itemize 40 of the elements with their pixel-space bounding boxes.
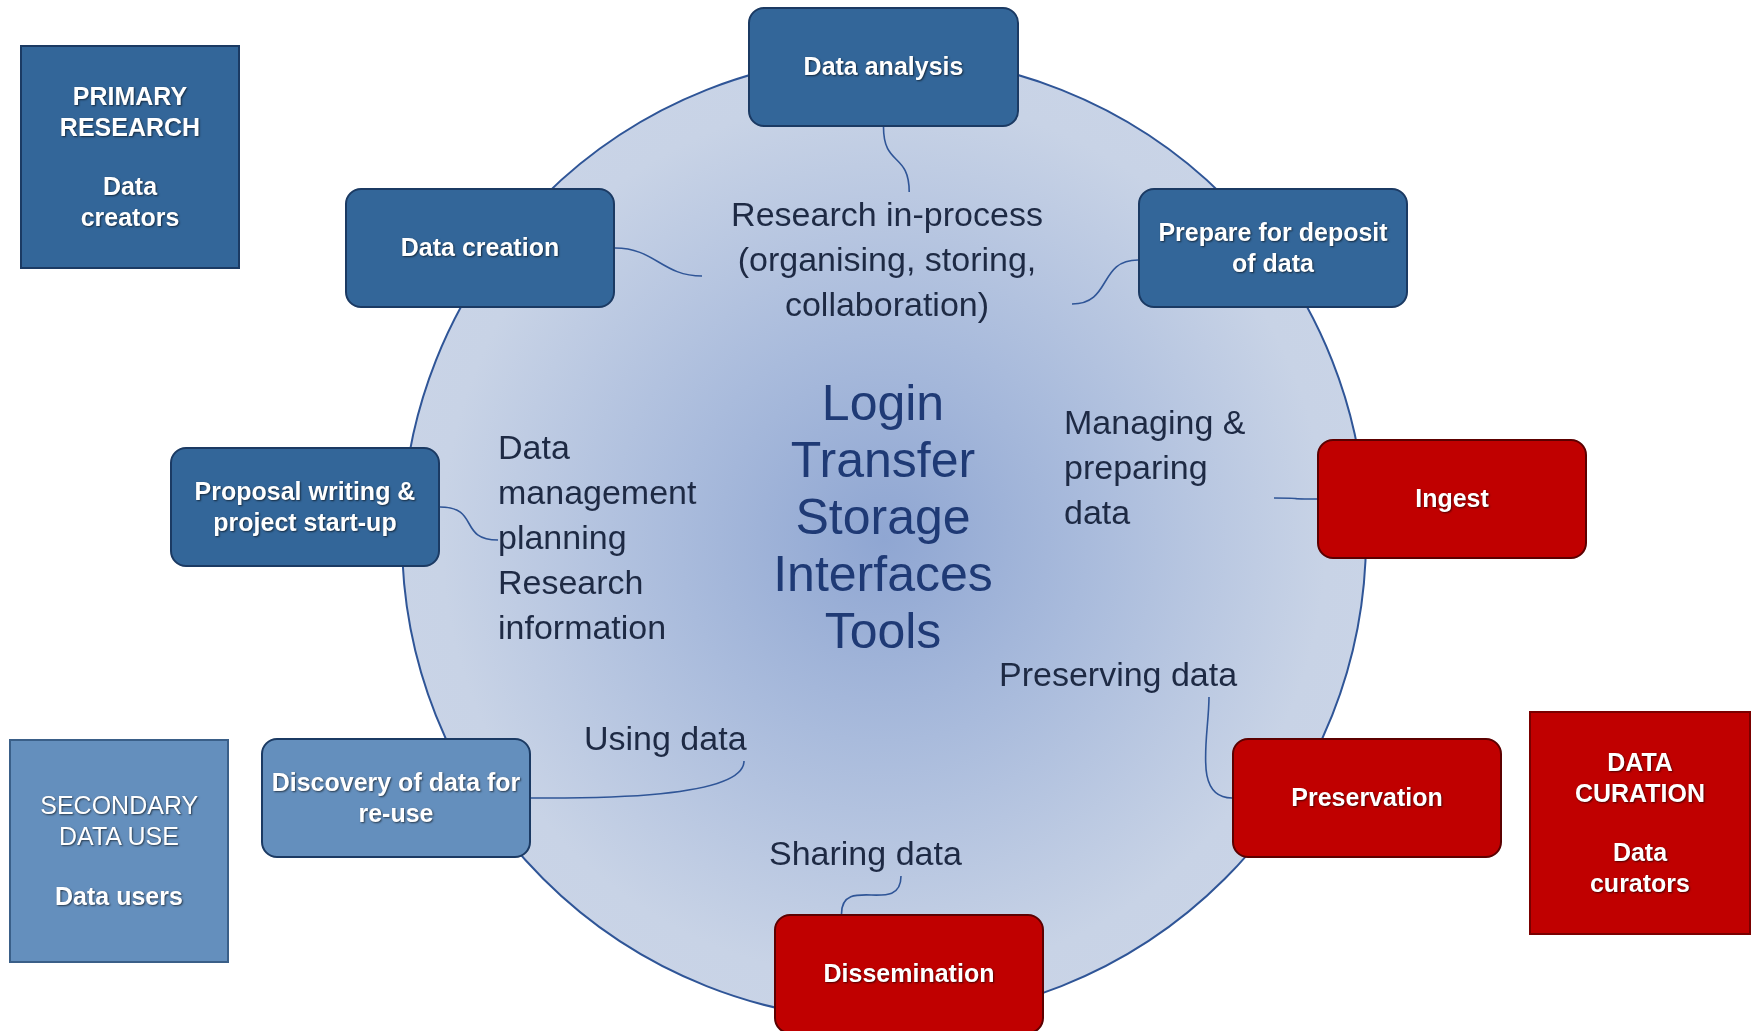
leader-line [840,875,902,915]
role-box [20,45,240,269]
process-box [261,738,531,858]
process-box [1317,439,1587,559]
process-box [748,7,1019,127]
stage-label: Sharing data [769,831,989,876]
box-subtitle: Data users [55,880,183,912]
center-text: Login Transfer Storage Interfaces Tools [772,375,994,660]
process-box [345,188,615,308]
leader-line [1204,696,1233,799]
role-box [1529,711,1751,935]
role-box [9,739,229,963]
stage-label: Using data [584,716,784,761]
box-title: Prepare for deposit of data [1157,216,1389,279]
box-title: PRIMARY RESEARCH [58,80,202,143]
box-title: Proposal writing & project start-up [193,475,417,538]
box-subtitle: Data creators [79,171,181,234]
process-box [1232,738,1502,858]
box-title: Preservation [1291,782,1443,814]
stage-label: Data management planning Research information [498,425,738,655]
stage-label: Managing & preparing data [1064,400,1274,540]
leader-line [614,247,703,277]
box-title: Data analysis [803,51,964,83]
leader-line [530,760,745,799]
box-title: DATA CURATION [1573,746,1707,809]
leader-line [1071,259,1139,305]
leader-line [882,126,910,193]
process-box [170,447,440,567]
process-box [1138,188,1408,308]
box-title: Dissemination [823,958,995,990]
leader-line [1273,497,1318,500]
box-title: SECONDARY DATA USE [40,790,198,853]
box-title: Data creation [400,232,560,264]
box-title: Ingest [1415,483,1489,515]
box-title: Discovery of data for re-use [270,766,522,829]
stage-label: Preserving data [999,652,1279,697]
leader-line [439,506,499,541]
stage-label: Research in-process (organising, storing, collaboration) [702,192,1072,332]
box-subtitle: Data curators [1588,837,1691,900]
process-box [774,914,1044,1031]
